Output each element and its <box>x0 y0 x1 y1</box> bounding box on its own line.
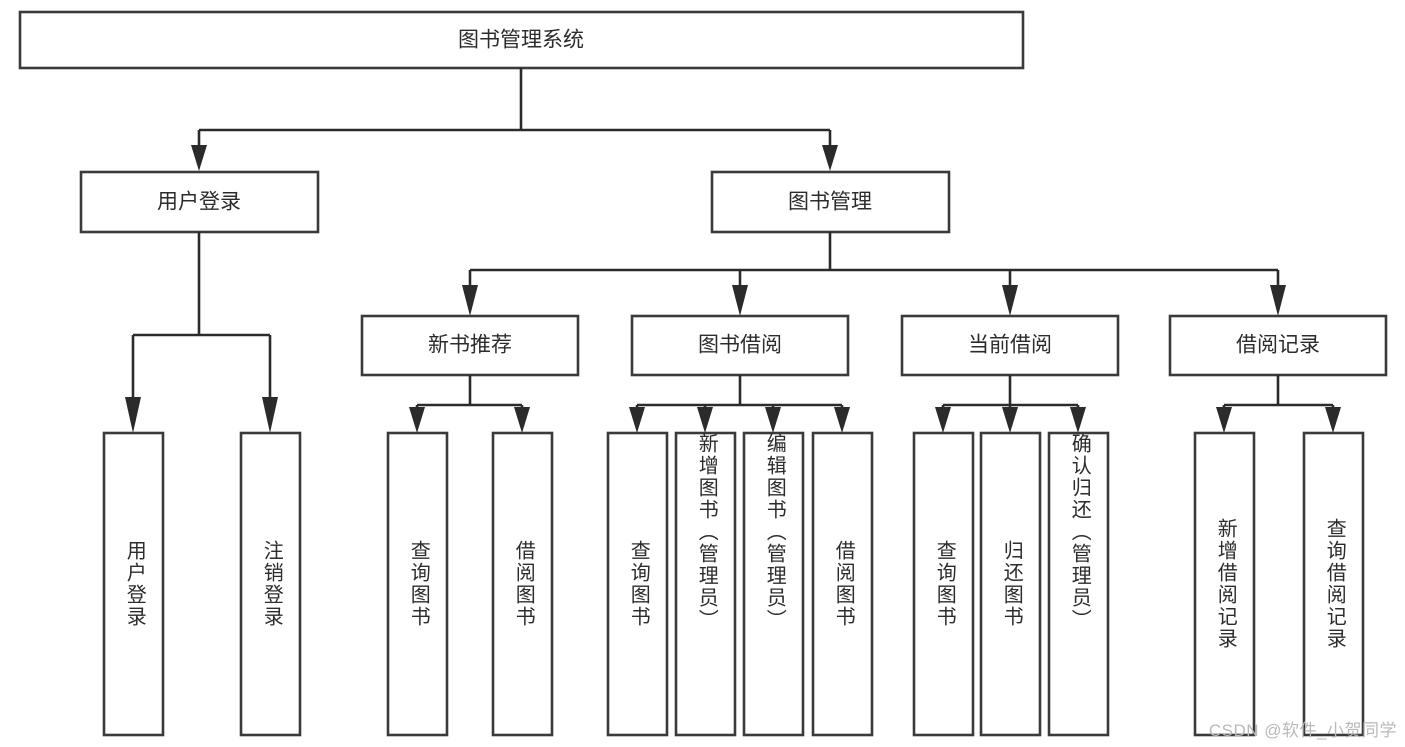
leaf-box-logout[interactable] <box>239 431 302 737</box>
node-borrow-label: 图书借阅 <box>698 334 782 357</box>
arrow-to-leaf-user-login <box>125 397 141 433</box>
node-new-book-box[interactable] <box>360 314 580 377</box>
connector-book-manage-to-level3 <box>462 232 1286 316</box>
connector-root-to-level2 <box>191 68 838 171</box>
node-new-book-label: 新书推荐 <box>428 334 512 357</box>
leaf-box-confirm-return[interactable] <box>1047 431 1110 737</box>
node-book-manage[interactable]: 图书管理 <box>710 170 951 234</box>
leaf-box-return-book[interactable] <box>979 431 1042 737</box>
arrow-to-leaf-confirm-return <box>1070 407 1086 433</box>
leaf-box-edit-book[interactable] <box>742 431 805 737</box>
arrow-to-leaf-edit-book <box>765 407 781 433</box>
node-current-borrow-label: 当前借阅 <box>968 334 1052 357</box>
leaf-box-add-book[interactable] <box>674 431 737 737</box>
node-root[interactable]: 图书管理系统 <box>18 10 1025 70</box>
connector-current-to-leaves <box>935 375 1086 433</box>
node-user-login[interactable]: 用户登录 <box>79 170 320 234</box>
node-borrow-records-label: 借阅记录 <box>1236 334 1320 357</box>
arrow-to-leaf-borrow-book-1 <box>514 407 530 433</box>
watermark: CSDN @软件_小贺同学 <box>1208 721 1397 740</box>
node-current-borrow[interactable]: 当前借阅 <box>900 314 1120 377</box>
leaf-box-user-login[interactable] <box>102 431 165 737</box>
connector-records-to-leaves <box>1216 375 1341 433</box>
arrow-to-leaf-add-book <box>697 407 713 433</box>
leaf-box-query-book-1[interactable] <box>386 431 449 737</box>
node-borrow[interactable]: 图书借阅 <box>630 314 850 377</box>
leaf-box-query-book-3[interactable] <box>912 431 975 737</box>
connector-new-book-to-leaves <box>409 375 530 433</box>
leaf-box-borrow-book-1[interactable] <box>491 431 554 737</box>
arrow-to-leaf-logout <box>262 397 278 433</box>
arrow-to-user-login <box>191 145 207 171</box>
arrow-to-leaf-return-book <box>1002 407 1018 433</box>
arrow-to-leaf-query-book-3 <box>935 407 951 433</box>
connector-user-login-to-leaves <box>125 232 278 433</box>
arrow-to-leaf-query-book-2 <box>629 407 645 433</box>
node-borrow-records[interactable]: 借阅记录 <box>1168 314 1388 377</box>
arrow-to-book-manage <box>822 145 838 171</box>
node-user-login-box[interactable] <box>79 170 320 234</box>
leaf-box-query-book-2[interactable] <box>606 431 669 737</box>
node-book-manage-label: 图书管理 <box>788 191 872 214</box>
node-user-login-label: 用户登录 <box>157 191 241 214</box>
leaf-box-borrow-book-2[interactable] <box>811 431 874 737</box>
arrow-to-leaf-query-record <box>1325 407 1341 433</box>
connector-borrow-to-leaves <box>629 375 850 433</box>
node-current-borrow-box[interactable] <box>900 314 1120 377</box>
node-root-box[interactable] <box>18 10 1025 70</box>
arrow-to-new-book <box>462 285 478 316</box>
arrow-to-leaf-add-record <box>1216 407 1232 433</box>
arrow-to-current <box>1002 285 1018 316</box>
arrow-to-leaf-query-book-1 <box>409 407 425 433</box>
arrow-to-borrow <box>732 285 748 316</box>
leaf-box-add-record[interactable] <box>1193 431 1256 737</box>
node-new-book[interactable]: 新书推荐 <box>360 314 580 377</box>
arrow-to-leaf-borrow-book-2 <box>834 407 850 433</box>
arrow-to-records <box>1270 285 1286 316</box>
leaf-box-query-record[interactable] <box>1302 431 1365 737</box>
node-root-label: 图书管理系统 <box>458 29 584 52</box>
